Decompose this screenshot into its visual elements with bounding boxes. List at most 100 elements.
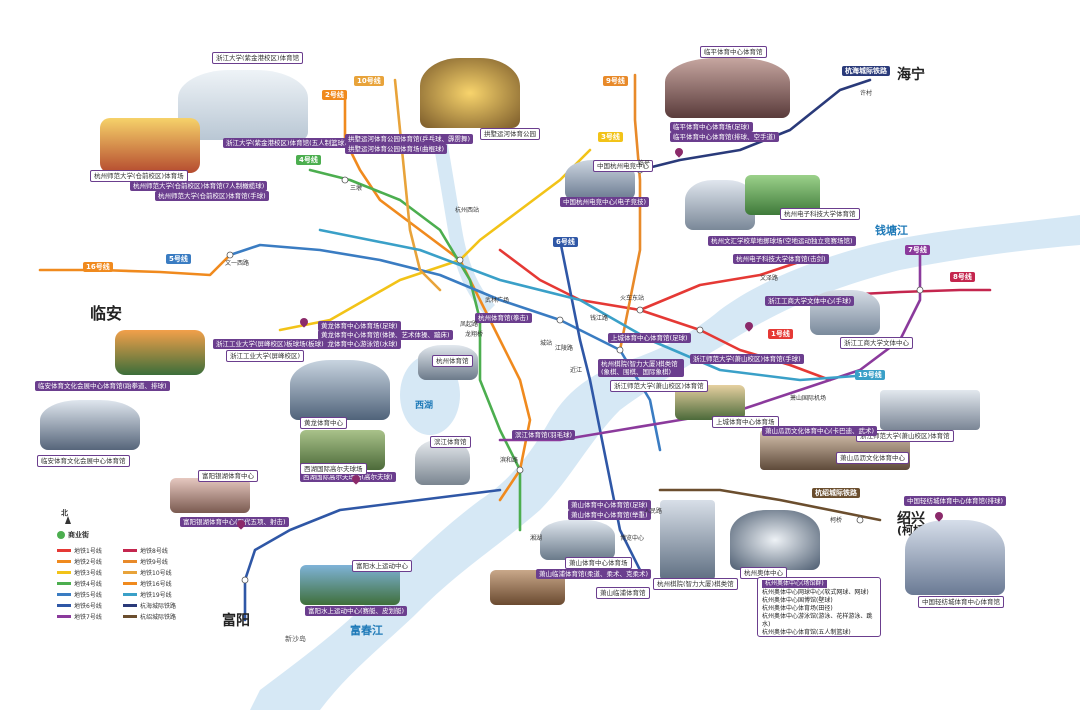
- venue-tag[interactable]: 浙江师范大学(萧山校区)体育馆(手球): [690, 354, 804, 364]
- line-4: [308, 168, 522, 532]
- venue-tag[interactable]: 中国杭州电竞中心: [593, 160, 653, 172]
- legend-label: 地铁10号线: [140, 570, 172, 577]
- venue-tag[interactable]: 浙江大学(紫金港校区)体育馆(五人制篮球): [223, 138, 350, 148]
- fuyang-yinhu-illustration: [170, 478, 250, 513]
- line-19: [318, 228, 872, 382]
- linping-center-illustration: [665, 58, 790, 118]
- venue-tag[interactable]: 临平体育中心体育场(足球): [670, 122, 753, 132]
- legend-label: 地铁1号线: [74, 548, 102, 555]
- venue-tag[interactable]: 萧山瓜沥文化体育中心: [836, 452, 909, 464]
- legend-swatch: [57, 560, 71, 563]
- line-badge-9: 9号线: [603, 76, 628, 86]
- legend-swatch: [57, 582, 71, 585]
- venue-tag[interactable]: 黄龙体育中心游泳馆(水球): [318, 339, 401, 349]
- legend-swatch: [123, 582, 137, 585]
- legend-label: 地铁6号线: [74, 603, 102, 610]
- venue-tag[interactable]: 临平体育中心体育馆: [700, 46, 767, 58]
- venue-tag[interactable]: 杭州棋院(智力大厦)棋类馆(象棋、围棋、国际象棋): [598, 359, 684, 377]
- venue-tag[interactable]: 萧山临浦体育馆: [596, 587, 650, 599]
- venue-tag[interactable]: 临安体育文化会展中心体育馆(跆拳道、排球): [35, 381, 170, 391]
- venue-tag[interactable]: 浙江工商大学文体中心(手球): [765, 296, 855, 306]
- venue-tag[interactable]: 临平体育中心体育馆(排球、空手道): [670, 132, 779, 142]
- venue-tag[interactable]: 萧山体育中心体育场: [565, 557, 632, 569]
- venue-tag[interactable]: 黄龙体育中心体育场(足球): [318, 321, 401, 331]
- venue-tag[interactable]: 富阳银湖体育中心: [198, 470, 258, 482]
- venue-tag[interactable]: 富阳水上运动中心(赛艇、皮划艇): [305, 606, 408, 616]
- olympic-center-illustration: [730, 510, 820, 570]
- station-dot[interactable]: [226, 251, 234, 259]
- venue-tag[interactable]: 浙江工业大学(屏峰校区): [226, 350, 305, 362]
- venue-tag[interactable]: 浙江大学(紫金港校区)体育馆: [212, 52, 304, 64]
- station-dot[interactable]: [856, 516, 864, 524]
- venue-tag[interactable]: 拱墅运河体育公园体育场(曲棍球): [345, 144, 448, 154]
- north-arrow-icon: 北: [61, 509, 68, 517]
- line-7: [498, 248, 922, 442]
- zjnu-xiaoshan-illustration: [880, 390, 980, 430]
- venue-tag[interactable]: 滨江体育馆: [430, 436, 471, 448]
- station-dot[interactable]: [241, 576, 249, 584]
- venue-tag[interactable]: 萧山临浦体育馆(柔道、柔术、克柔术): [536, 569, 652, 579]
- venue-tag[interactable]: 西湖国际高尔夫球场(高尔夫球): [300, 472, 396, 482]
- station-dot[interactable]: [636, 306, 644, 314]
- legend-swatch: [57, 593, 71, 596]
- line-9: [618, 73, 642, 352]
- legend-swatch: [123, 571, 137, 574]
- hangshao-intercity: [658, 488, 882, 522]
- venue-tag[interactable]: 拱墅运河体育公园: [480, 128, 540, 140]
- venue-tag[interactable]: 杭州师范大学(仓前校区)体育馆(手球): [155, 191, 269, 201]
- venue-tag[interactable]: 黄龙体育中心体育馆(体操、艺术体操、蹦床): [318, 330, 453, 340]
- venue-tag[interactable]: 杭州体育馆: [432, 355, 473, 367]
- venue-tag[interactable]: 萧山瓜沥文化体育中心(卡巴迪、武术): [762, 426, 878, 436]
- huanglong-center-illustration: [290, 360, 390, 420]
- venue-tag[interactable]: 上城体育中心体育场: [712, 416, 779, 428]
- venue-tag[interactable]: 杭州电子科技大学体育馆(击剑): [733, 254, 829, 264]
- line-badge-3: 3号线: [598, 132, 623, 142]
- legend-item: 地铁3号线: [57, 568, 102, 577]
- legend-title: 商业街: [68, 531, 89, 539]
- venue-tag[interactable]: 浙江师范大学(萧山校区)体育馆: [610, 380, 708, 392]
- venue-tag[interactable]: 浙江师范大学(萧山校区)体育馆: [856, 430, 954, 442]
- station-dot[interactable]: [456, 256, 464, 264]
- line-badge-4: 4号线: [296, 155, 321, 165]
- station-dot[interactable]: [516, 466, 524, 474]
- venue-tag[interactable]: 浙江工业大学(屏峰校区)板球场(板球): [213, 339, 327, 349]
- station-dot[interactable]: [916, 286, 924, 294]
- legend-label: 地铁9号线: [140, 559, 168, 566]
- station-dot[interactable]: [341, 176, 349, 184]
- venue-tag[interactable]: 上城体育中心体育馆(足球): [608, 333, 691, 343]
- venue-tag[interactable]: 杭州师范大学(仓前校区)体育馆(7人制橄榄球): [130, 181, 268, 191]
- venue-tag[interactable]: 杭州棋院(智力大厦)棋类馆: [653, 578, 738, 590]
- venue-tag[interactable]: 中国轻纺城体育中心体育馆: [918, 596, 1004, 608]
- legend: 北 商业街 地铁1号线地铁2号线地铁3号线地铁4号线地铁5号线地铁6号线地铁7号…: [47, 509, 187, 630]
- linan-expo-illustration: [40, 400, 140, 450]
- legend-swatch: [123, 615, 137, 618]
- hznu-stadium-illustration: [100, 118, 200, 173]
- station-dot[interactable]: [556, 316, 564, 324]
- venue-tag[interactable]: 杭州电子科技大学体育馆: [780, 208, 860, 220]
- venue-tag[interactable]: 滨江体育馆(羽毛球): [512, 430, 576, 440]
- venue-tag[interactable]: 黄龙体育中心: [300, 417, 347, 429]
- region-linan: 临安: [90, 304, 123, 323]
- line-badge-hanghai: 杭海城际铁路: [842, 66, 890, 76]
- venue-tag[interactable]: 杭州体育馆(拳击): [475, 313, 532, 323]
- venue-tag[interactable]: 拱墅运河体育公园体育馆(乒乓球、霹雳舞): [345, 134, 474, 144]
- legend-swatch: [123, 560, 137, 563]
- venue-tag[interactable]: 中国杭州电竞中心(电子竞技): [560, 197, 650, 207]
- venue-tag[interactable]: 临安体育文化会展中心体育馆: [37, 455, 130, 467]
- venue-tag[interactable]: 富阳银湖体育中心(现代五项、射击): [180, 517, 289, 527]
- venue-tag[interactable]: 萧山体育中心体育馆(举重): [568, 510, 651, 520]
- venue-tag[interactable]: 中国轻纺城体育中心体育馆(排球): [904, 496, 1007, 506]
- venue-tag[interactable]: 萧山体育中心体育馆(足球): [568, 500, 651, 510]
- venue-tag[interactable]: 富阳水上运动中心: [352, 560, 412, 572]
- line-badge-8: 8号线: [950, 272, 975, 282]
- legend-label: 地铁3号线: [74, 570, 102, 577]
- station-dot[interactable]: [696, 326, 704, 334]
- station-dot[interactable]: [616, 346, 624, 354]
- legend-label: 地铁8号线: [140, 548, 168, 555]
- venue-tag[interactable]: 杭州文汇学校草地掷球场(空地运动独立竞赛场馆): [708, 236, 856, 246]
- west-lake-label: 西湖: [415, 401, 434, 411]
- line-1-branch: [638, 253, 822, 312]
- legend-label: 地铁7号线: [74, 614, 102, 621]
- venue-tag[interactable]: 西湖国际高尔夫球场: [300, 463, 367, 475]
- venue-tag[interactable]: 浙江工商大学文体中心: [840, 337, 913, 349]
